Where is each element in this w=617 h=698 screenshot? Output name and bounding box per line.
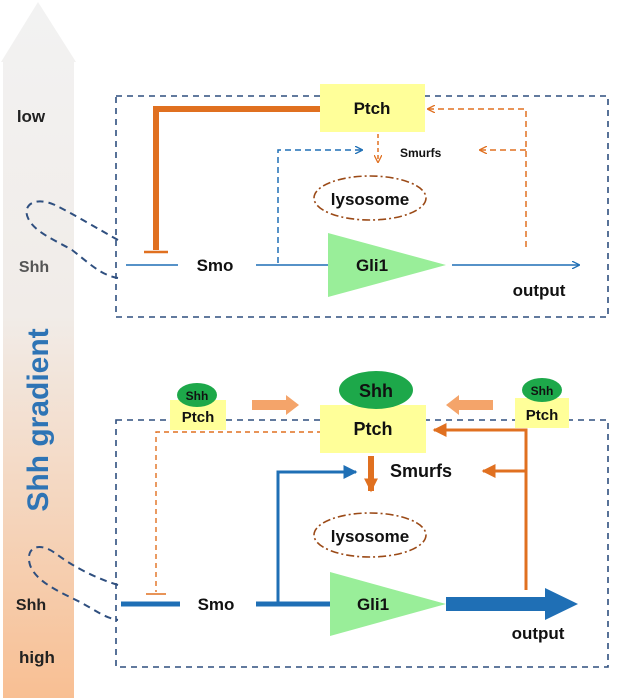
left-ptch-label: Ptch (182, 409, 215, 426)
gradient-arrow: low Shh gradient high (1, 2, 76, 698)
high-brace (27, 546, 119, 621)
low-lysosome (313, 175, 427, 221)
low-output-feedback (428, 109, 527, 247)
high-shh-label: Shh (16, 597, 46, 614)
high-output-arrow (446, 588, 578, 620)
high-smo-label: Smo (198, 595, 235, 614)
high-ptch-box (320, 405, 426, 453)
right-shh-ellipse (522, 378, 562, 402)
high-gli1-amplifier (330, 572, 446, 636)
high-lysosome (313, 512, 427, 558)
left-shh-ellipse (177, 383, 217, 407)
low-lysosome-label: lysosome (331, 190, 409, 209)
right-ptch-label: Ptch (526, 407, 559, 424)
low-smo-to-smurfs (277, 150, 362, 263)
low-ptch-inhibits-smo (153, 106, 323, 250)
low-ptch-box (320, 84, 425, 132)
low-gli1-label: Gli1 (356, 256, 388, 275)
low-shh-label: Shh (19, 259, 49, 276)
low-smurfs-label: Smurfs (400, 146, 442, 160)
low-brace (25, 200, 119, 279)
right-shh-label: Shh (531, 384, 554, 398)
gradient-arrow-shape (1, 2, 76, 698)
right-ptch-box (515, 398, 569, 428)
high-output-feedback (432, 423, 528, 590)
left-binding-arrow (252, 395, 299, 415)
gradient-title: Shh gradient (22, 328, 55, 511)
low-shh-panel: Shh Ptch Smurfs lysosome Smo Gli1 output (19, 84, 609, 318)
high-lysosome-label: lysosome (331, 527, 409, 546)
center-shh-label: Shh (359, 381, 393, 401)
high-gli1-label: Gli1 (357, 595, 389, 614)
center-shh-ellipse (339, 371, 413, 409)
high-ptch-label: Ptch (353, 419, 392, 439)
low-ptch-label: Ptch (354, 99, 391, 118)
left-shh-label: Shh (186, 389, 209, 403)
low-gli1-amplifier (328, 233, 446, 297)
low-output-label: output (513, 281, 566, 300)
high-shh-panel: Shh Shh Ptch Shh Ptch Shh Ptch Smurfs l (16, 371, 609, 668)
high-smo-to-smurfs (276, 465, 358, 604)
right-binding-arrow (446, 395, 493, 415)
gradient-top-label: low (17, 107, 46, 126)
low-smo-label: Smo (197, 256, 234, 275)
high-smurfs-label: Smurfs (390, 461, 452, 481)
high-output-label: output (512, 624, 565, 643)
gradient-bottom-label: high (19, 648, 55, 667)
high-ptch-inhibits-smo (155, 431, 322, 592)
